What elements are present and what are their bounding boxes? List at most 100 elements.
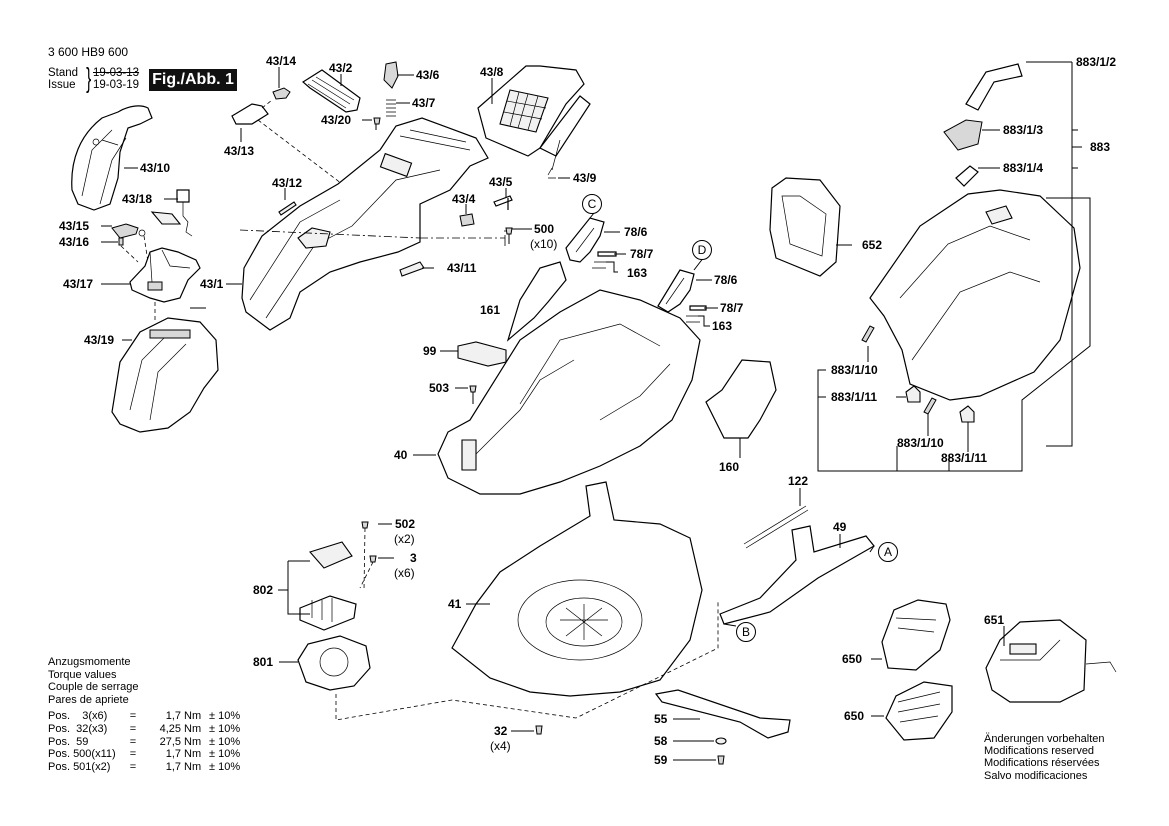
part-label: 163 bbox=[712, 319, 733, 333]
part-32-screw bbox=[535, 725, 543, 735]
part-58-washer bbox=[715, 737, 727, 745]
part-43-1-main-housing bbox=[241, 117, 489, 331]
part-label: 502 bbox=[395, 517, 416, 531]
part-label: 78/6 bbox=[714, 273, 738, 287]
part-163-screw-c bbox=[592, 261, 608, 269]
torque-position: Pos. 500(x11) bbox=[48, 748, 116, 761]
part-650-battery-small bbox=[885, 681, 953, 741]
torque-value: 1,7 bbox=[165, 710, 181, 722]
part-label: 883/1/10 bbox=[897, 436, 944, 450]
part-label: 43/17 bbox=[63, 277, 94, 291]
part-label: 55 bbox=[654, 712, 668, 726]
part-78-6-bracket-c bbox=[565, 217, 605, 263]
torque-tolerance: ± 10% bbox=[209, 722, 241, 735]
part-label: 802 bbox=[253, 583, 274, 597]
part-label: 43/14 bbox=[266, 54, 297, 68]
part-43-7-spring bbox=[386, 99, 396, 117]
part-label: 652 bbox=[862, 238, 883, 252]
part-43-2-grip bbox=[301, 69, 361, 113]
modifications-notice: Änderungen vorbehalten Modifications res… bbox=[984, 733, 1104, 782]
torque-equals: = bbox=[129, 748, 137, 761]
part-label: 3 bbox=[410, 551, 417, 565]
torque-heading-en: Torque values bbox=[48, 668, 117, 681]
part-78-7-pin-d bbox=[689, 305, 707, 311]
part-label: 163 bbox=[627, 266, 648, 280]
part-label: 883/1/11 bbox=[831, 390, 878, 404]
notice-line: Modifications reserved bbox=[984, 745, 1095, 758]
part-500-screw bbox=[505, 227, 513, 244]
part-503-screw bbox=[469, 385, 477, 404]
part-label: 43/9 bbox=[573, 171, 597, 185]
part-802-cover bbox=[309, 541, 353, 569]
torque-value: 4,25 bbox=[159, 722, 181, 735]
part-label: 883/1/3 bbox=[1003, 123, 1044, 137]
part-label: 883/1/2 bbox=[1076, 55, 1117, 69]
torque-unit: Nm bbox=[184, 761, 202, 774]
part-3-screw bbox=[369, 555, 377, 563]
reference-mark-a: A bbox=[878, 542, 898, 562]
part-label: 43/5 bbox=[489, 175, 513, 189]
part-label: 161 bbox=[480, 303, 501, 317]
torque-tolerance: ± 10% bbox=[209, 710, 241, 722]
part-label: 43/6 bbox=[416, 68, 440, 82]
part-883-1-11-foot bbox=[905, 385, 921, 403]
part-label: 43/15 bbox=[59, 219, 90, 233]
part-43-19-cover bbox=[111, 317, 219, 433]
part-122-spring bbox=[743, 505, 809, 549]
part-label: 43/18 bbox=[122, 192, 153, 206]
document-number: 3 600 HB9 600 bbox=[48, 45, 129, 59]
notice-line: Änderungen vorbehalten bbox=[984, 733, 1105, 745]
part-label: 43/20 bbox=[321, 113, 352, 127]
part-label: 49 bbox=[833, 520, 847, 534]
torque-position: Pos. 32(x3) bbox=[48, 722, 108, 735]
part-43-11-label bbox=[399, 261, 425, 277]
brace-icon: } bbox=[86, 62, 92, 93]
assembly-line bbox=[551, 139, 561, 171]
part-label: 650 bbox=[844, 709, 865, 723]
part-label: 58 bbox=[654, 734, 668, 748]
part-160-side-piece bbox=[705, 359, 777, 439]
part-label: 503 bbox=[429, 381, 450, 395]
part-label: 40 bbox=[394, 448, 408, 462]
torque-unit: Nm bbox=[184, 722, 202, 735]
part-label: 122 bbox=[788, 474, 809, 488]
part-label: 43/19 bbox=[84, 333, 115, 347]
part-quantity: (x4) bbox=[490, 739, 511, 753]
part-43-10-cover bbox=[71, 105, 153, 211]
torque-unit: Nm bbox=[184, 735, 202, 748]
part-label: 43/13 bbox=[224, 144, 255, 158]
part-651-charger bbox=[985, 619, 1117, 703]
part-43-14-button bbox=[272, 87, 291, 100]
part-label: 59 bbox=[654, 753, 668, 767]
part-161-side-cover bbox=[506, 261, 567, 342]
torque-value: 1,7 bbox=[165, 761, 181, 774]
part-652-handle bbox=[769, 177, 841, 277]
part-quantity: (x10) bbox=[530, 237, 558, 251]
part-163-screw-d bbox=[686, 315, 700, 323]
assembly-line bbox=[257, 99, 351, 191]
part-43-5-pin bbox=[493, 195, 513, 210]
torque-equals: = bbox=[129, 710, 137, 722]
torque-value: 1,7 bbox=[165, 748, 181, 761]
part-59-bolt bbox=[717, 755, 725, 765]
part-43-17-housing bbox=[129, 247, 201, 303]
torque-equals: = bbox=[129, 735, 137, 748]
part-label: 883 bbox=[1090, 140, 1111, 154]
part-43-15-slider bbox=[111, 223, 146, 239]
part-label: 43/8 bbox=[480, 65, 504, 79]
stand-label: Stand bbox=[48, 67, 79, 79]
part-label: 160 bbox=[719, 460, 740, 474]
part-43-16-pin bbox=[118, 237, 124, 246]
part-99-pad bbox=[457, 341, 507, 367]
torque-value: 27,5 bbox=[159, 735, 181, 748]
leader-lines bbox=[101, 61, 1072, 761]
part-label: 883/1/10 bbox=[831, 363, 878, 377]
part-883-1-4-lever bbox=[955, 165, 979, 187]
bracket-line-883 bbox=[1046, 62, 1082, 447]
part-quantity: (x2) bbox=[394, 532, 415, 546]
part-label: 801 bbox=[253, 655, 274, 669]
old-date: 19-03-13 bbox=[93, 67, 140, 79]
